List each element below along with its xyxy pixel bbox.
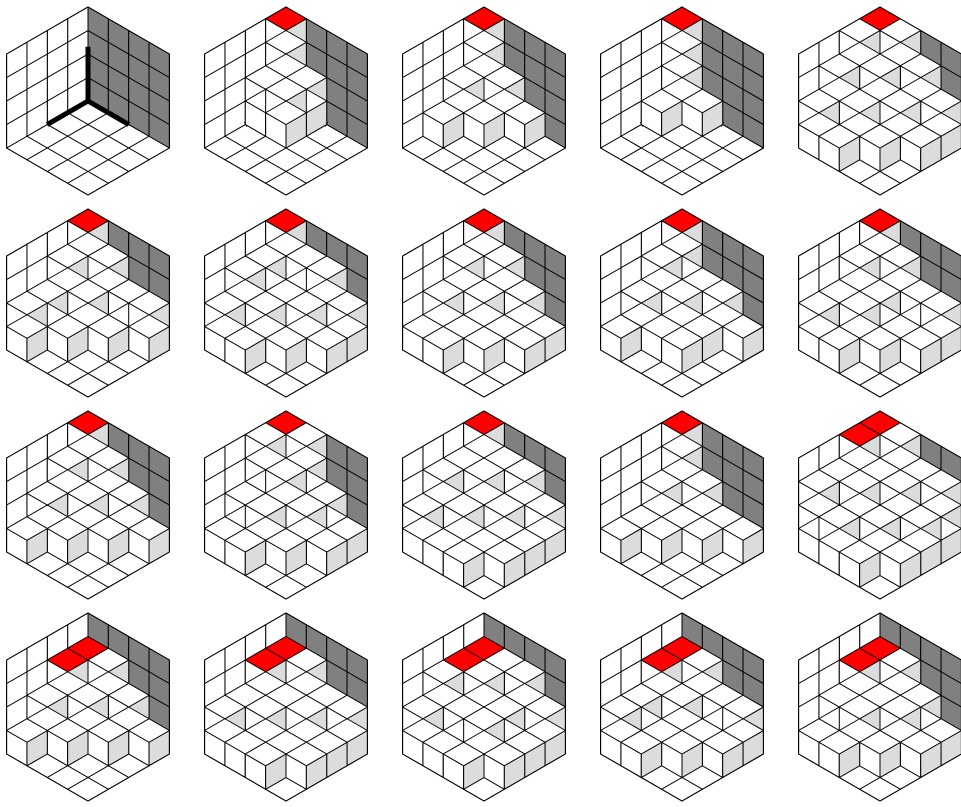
partition-panel-2 <box>188 1 384 201</box>
partition-panel-1 <box>0 1 186 201</box>
partition-panel-19 <box>584 607 780 807</box>
partition-panel-5 <box>782 1 961 201</box>
partition-panel-16 <box>0 607 186 807</box>
partition-panel-18 <box>386 607 582 807</box>
partition-panel-4 <box>584 1 780 201</box>
partition-panel-8 <box>386 203 582 403</box>
partition-panel-10 <box>782 203 961 403</box>
partition-panel-9 <box>584 203 780 403</box>
partition-panel-6 <box>0 203 186 403</box>
partition-panel-14 <box>584 405 780 605</box>
partition-panel-3 <box>386 1 582 201</box>
partition-panel-15 <box>782 405 961 605</box>
partition-panel-12 <box>188 405 384 605</box>
partition-panel-7 <box>188 203 384 403</box>
partition-panel-11 <box>0 405 186 605</box>
partition-panel-13 <box>386 405 582 605</box>
partition-panel-17 <box>188 607 384 807</box>
partition-panel-20 <box>782 607 961 807</box>
